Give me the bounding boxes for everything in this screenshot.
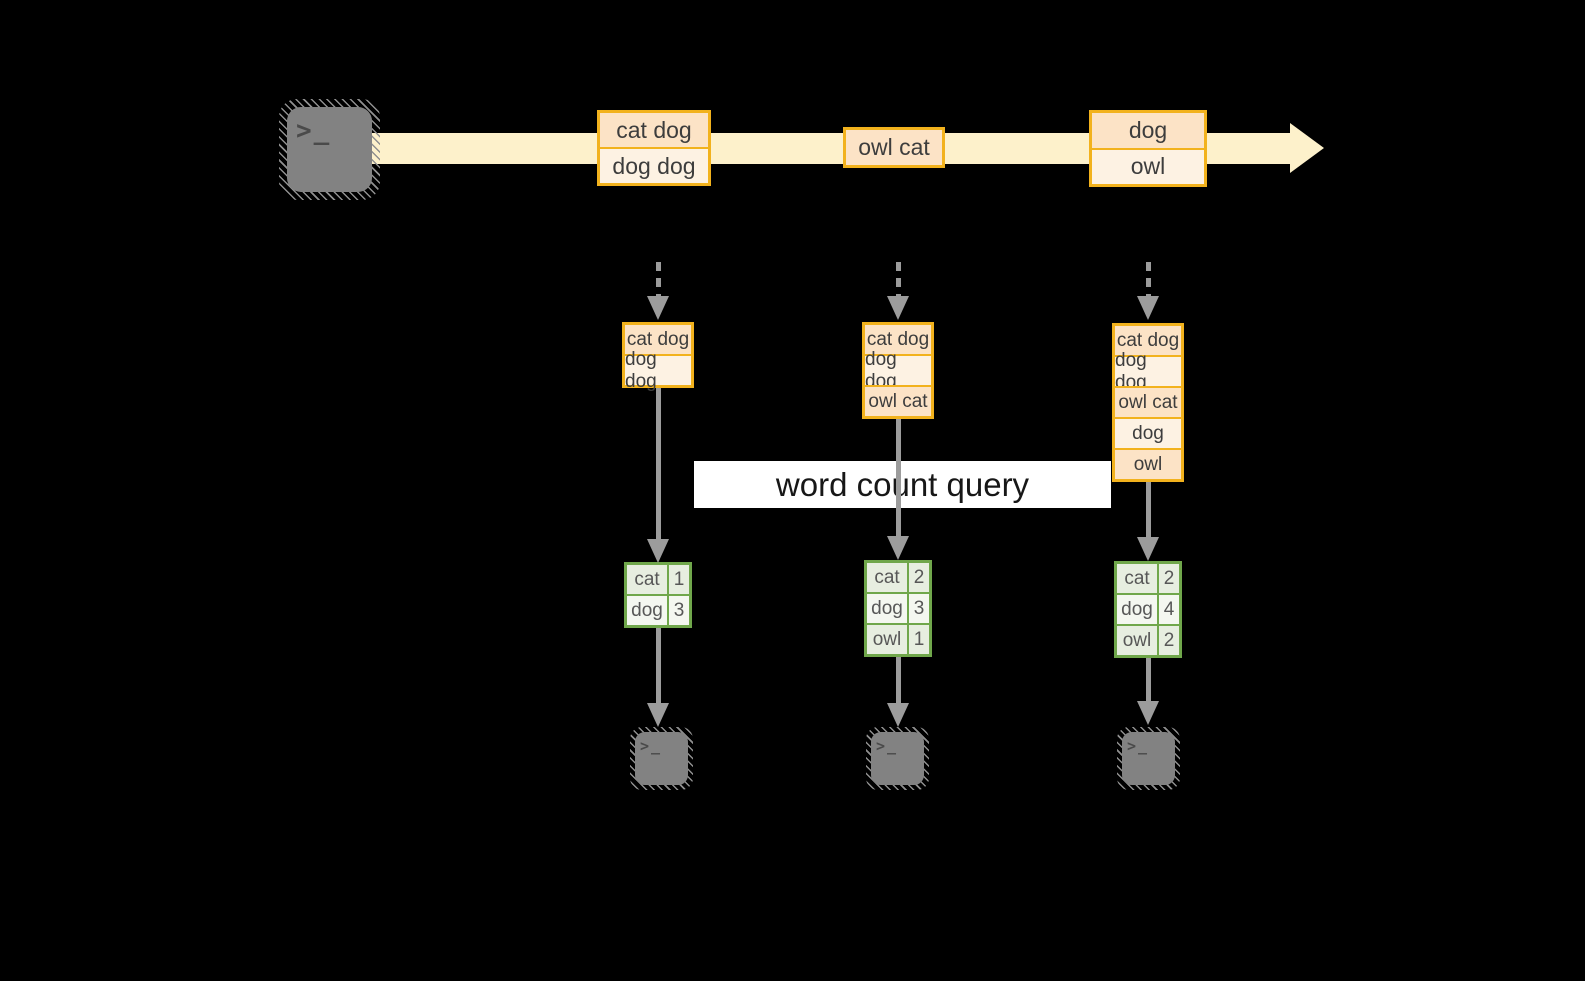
count-value: 4: [1159, 595, 1179, 624]
count-word: dog: [627, 596, 669, 625]
count-row: cat 1: [627, 565, 689, 594]
count-value: 3: [909, 594, 929, 623]
count-row: dog 3: [627, 594, 689, 625]
query-label: word count query: [775, 465, 1030, 503]
count-row: owl 2: [1117, 624, 1179, 655]
stream-event-box-1: cat dog dog dog: [597, 110, 711, 186]
arrow-line: [1146, 482, 1151, 537]
event-record: dog dog: [600, 147, 708, 183]
arrow-head-icon: [887, 703, 909, 727]
terminal-screen: [635, 732, 688, 785]
count-word: dog: [867, 594, 909, 623]
arrow-head-icon: [647, 539, 669, 563]
record-row: dog dog: [625, 349, 691, 392]
dashed-arrow-line: [656, 262, 661, 300]
arrow-line: [896, 419, 901, 536]
terminal-prompt-glyph: >_: [876, 737, 899, 755]
terminal-prompt-glyph: >_: [1127, 737, 1150, 755]
batch-records-2: cat dog dog dog owl cat: [862, 322, 934, 419]
count-table-1: cat 1 dog 3: [624, 562, 692, 628]
sink-terminal-icon-3: >_: [1117, 727, 1180, 790]
count-word: cat: [867, 563, 909, 592]
event-record: dog: [1092, 113, 1204, 148]
count-value: 2: [1159, 626, 1179, 655]
count-table-2: cat 2 dog 3 owl 1: [864, 560, 932, 657]
count-table-3: cat 2 dog 4 owl 2: [1114, 561, 1182, 658]
terminal-screen: [1122, 732, 1175, 785]
terminal-prompt-glyph: >_: [640, 737, 663, 755]
count-word: cat: [1117, 564, 1159, 593]
arrow-head-icon: [1137, 701, 1159, 725]
record-row: cat dog: [865, 325, 931, 354]
stream-event-box-2: owl cat: [843, 127, 945, 168]
count-word: dog: [1117, 595, 1159, 624]
arrow-line: [896, 657, 901, 703]
arrow-line: [1146, 658, 1151, 701]
source-terminal-icon: >_: [279, 99, 380, 200]
count-value: 2: [1159, 564, 1179, 593]
count-value: 1: [909, 625, 929, 654]
count-value: 1: [669, 565, 689, 594]
count-word: owl: [1117, 626, 1159, 655]
arrow-line: [656, 388, 661, 539]
event-record: cat dog: [600, 113, 708, 147]
event-record: owl: [1092, 147, 1204, 184]
dashed-arrow-line: [1146, 262, 1151, 300]
count-word: owl: [867, 625, 909, 654]
batch-records-1: cat dog dog dog: [622, 322, 694, 392]
count-row: cat 2: [867, 563, 929, 592]
count-row: dog 3: [867, 592, 929, 623]
stream-arrowhead-icon: [1290, 123, 1324, 173]
terminal-screen: [871, 732, 924, 785]
record-row: owl cat: [865, 385, 931, 416]
count-row: dog 4: [1117, 593, 1179, 624]
count-word: cat: [627, 565, 669, 594]
query-band: word count query: [694, 461, 1111, 508]
terminal-prompt-glyph: >_: [296, 116, 332, 146]
count-row: cat 2: [1117, 564, 1179, 593]
dashed-arrow-head-icon: [887, 296, 909, 320]
record-row: dog dog: [865, 349, 931, 392]
dashed-arrow-line: [896, 262, 901, 300]
batch-records-3: cat dog dog dog owl cat dog owl: [1112, 323, 1184, 482]
sink-terminal-icon-2: >_: [866, 727, 929, 790]
record-row: dog dog: [1115, 350, 1181, 393]
record-row: owl cat: [1115, 386, 1181, 417]
count-row: owl 1: [867, 623, 929, 654]
record-row: owl: [1115, 448, 1181, 479]
sink-terminal-icon-1: >_: [630, 727, 693, 790]
dashed-arrow-head-icon: [647, 296, 669, 320]
count-value: 2: [909, 563, 929, 592]
dashed-arrow-head-icon: [1137, 296, 1159, 320]
arrow-head-icon: [647, 703, 669, 727]
arrow-head-icon: [1137, 537, 1159, 561]
arrow-head-icon: [887, 536, 909, 560]
record-row: dog: [1115, 417, 1181, 448]
event-record: owl cat: [846, 130, 942, 165]
record-row: cat dog: [1115, 326, 1181, 355]
count-value: 3: [669, 596, 689, 625]
stream-event-box-3: dog owl: [1089, 110, 1207, 187]
terminal-screen: [287, 107, 372, 192]
arrow-line: [656, 628, 661, 703]
record-row: cat dog: [625, 325, 691, 354]
